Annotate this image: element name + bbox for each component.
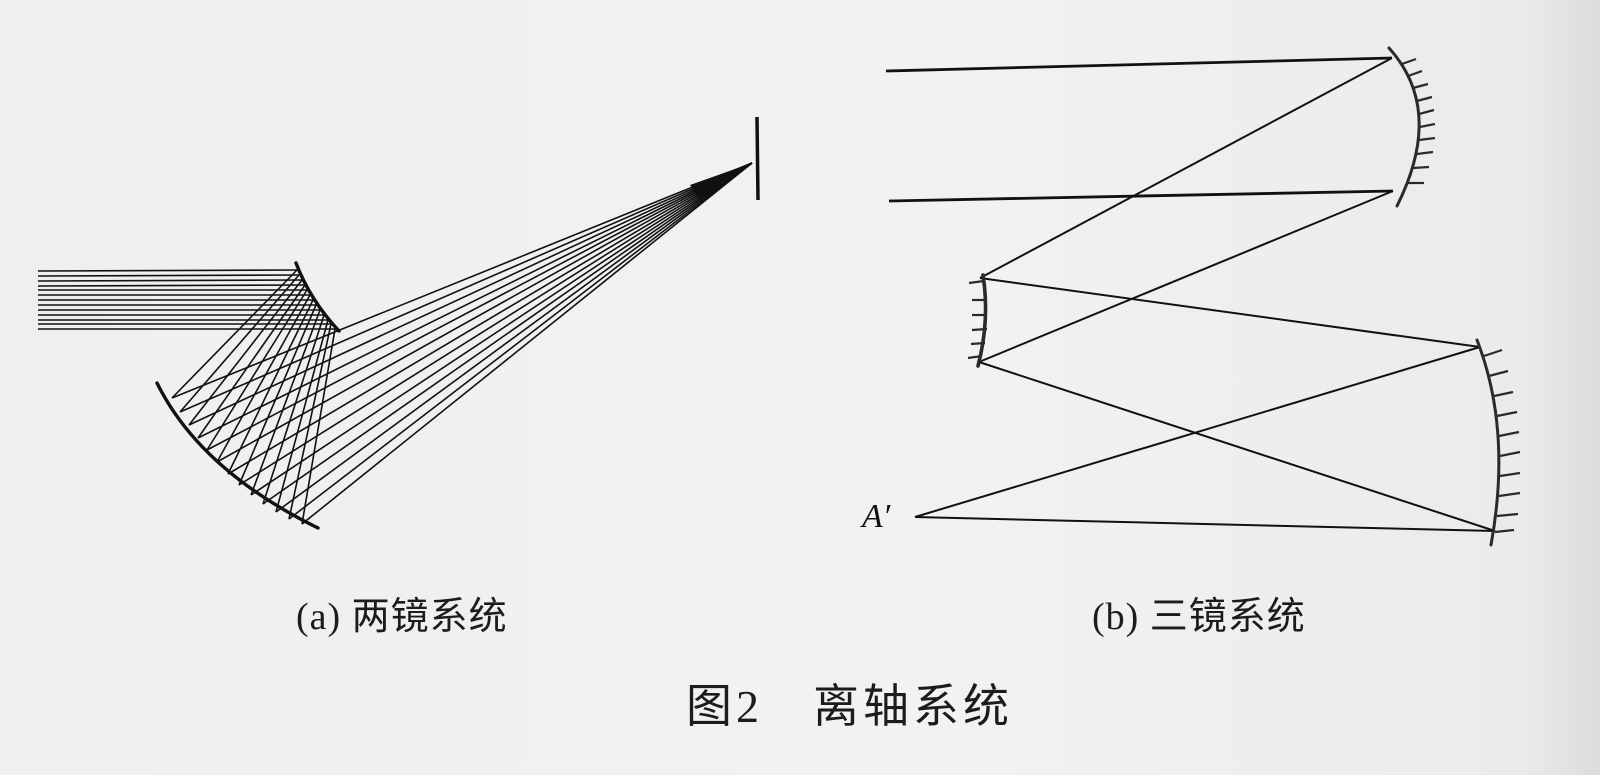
secondary-mirror-a <box>294 261 341 333</box>
tertiary-mirror-b <box>1475 338 1521 547</box>
panel-b-three-mirror-system <box>885 46 1521 547</box>
caption-panel-b: (b) 三镜系统 <box>1092 596 1306 638</box>
incoming-ray-top <box>885 56 1393 73</box>
image-point-label: A′ <box>862 498 891 535</box>
ray-m2-to-m3-bottom <box>978 361 1496 532</box>
ray-m1-to-m2-top <box>979 57 1393 279</box>
caption-panel-a: (a) 两镜系统 <box>296 596 508 638</box>
primary-mirror-a <box>155 381 320 530</box>
ray-m1-to-m2-bottom <box>978 190 1394 363</box>
ray-m3-to-image-top <box>914 346 1481 518</box>
incoming-parallel-beam <box>37 269 335 330</box>
rays-primary-to-focus <box>171 162 753 525</box>
focal-plane-detector <box>755 116 760 201</box>
primary-mirror-b <box>1387 46 1436 208</box>
ray-m2-to-m3-top <box>979 277 1481 348</box>
secondary-mirror-b <box>967 273 988 368</box>
focus-convergence <box>690 163 752 200</box>
figure-title: 图2 离轴系统 <box>686 681 1013 732</box>
incoming-ray-bottom <box>888 189 1394 203</box>
ray-m3-to-image-bottom <box>914 516 1496 532</box>
panel-a-two-mirror-system <box>37 116 760 530</box>
